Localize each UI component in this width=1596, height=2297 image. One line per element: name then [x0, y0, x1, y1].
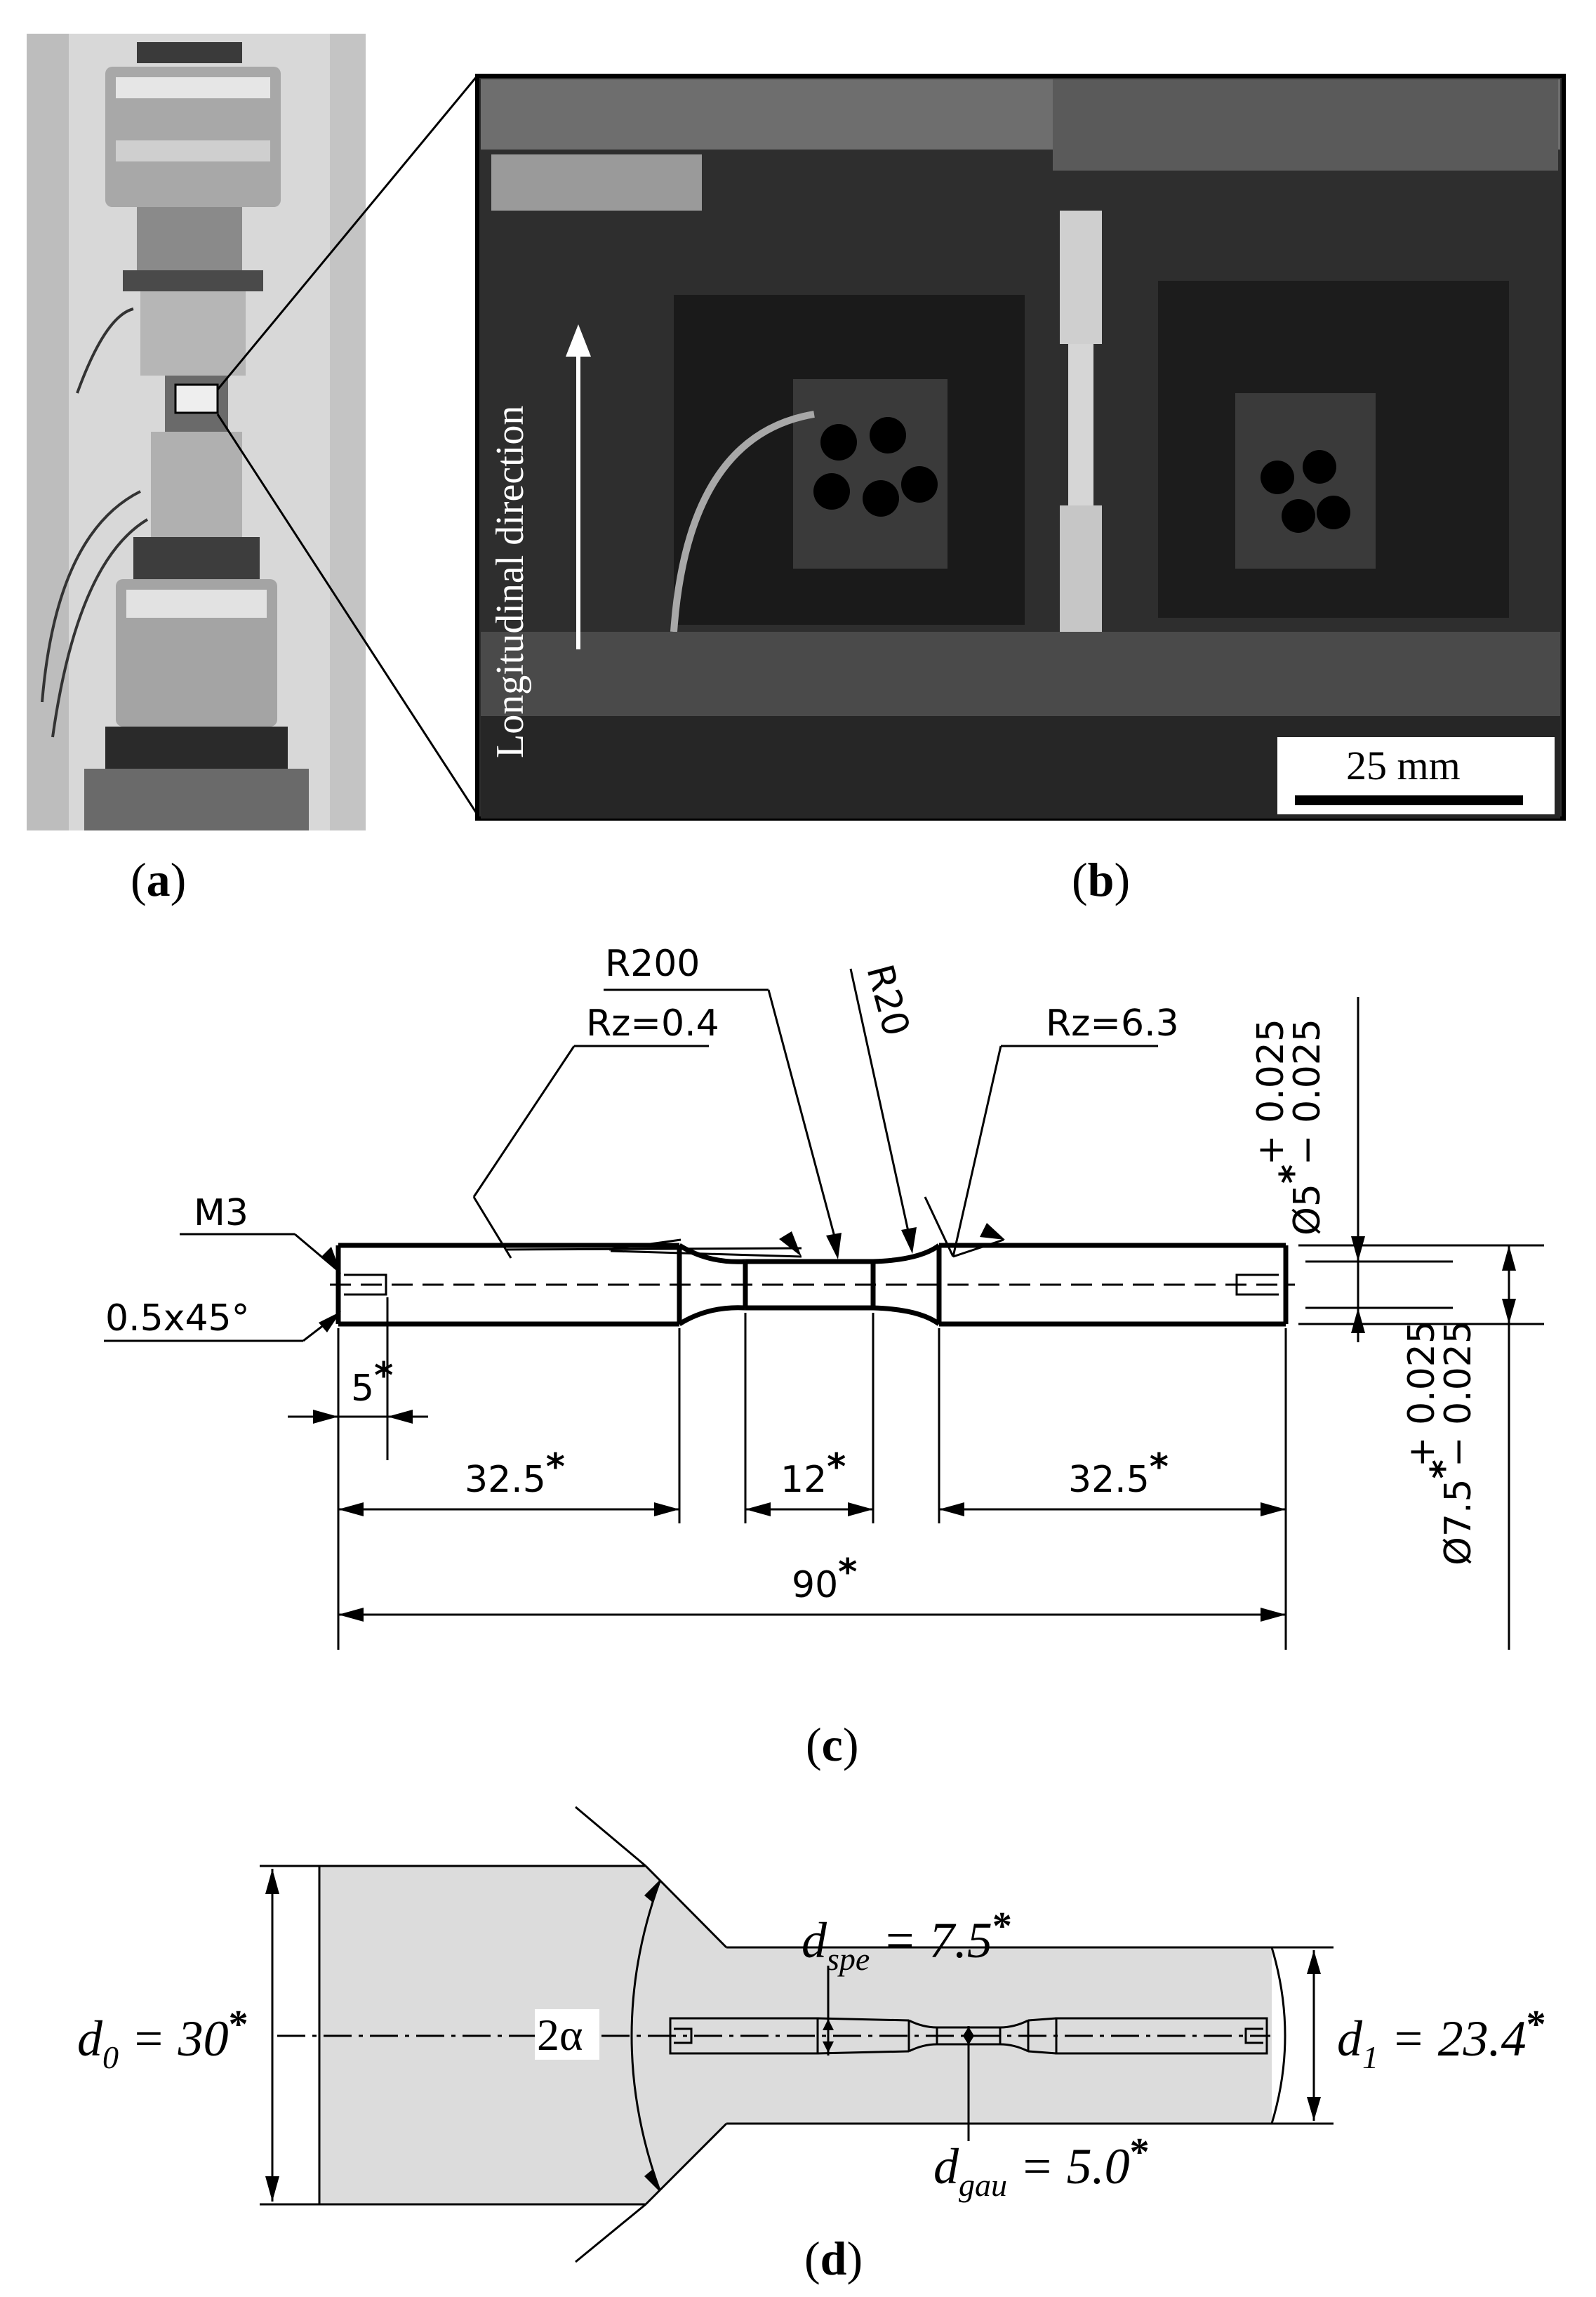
- rz-left-label: Rz=0.4: [586, 1002, 719, 1045]
- rz-right-label: Rz=6.3: [1046, 1002, 1179, 1045]
- dim-90-label: 90*: [792, 1551, 857, 1606]
- r20-label: R20: [858, 960, 917, 1040]
- angle-label: 2α: [537, 2010, 583, 2060]
- angle-label-bg: [535, 2009, 599, 2060]
- scale-bar-label: 25 mm: [1346, 743, 1461, 788]
- diameter-5-label: Ø5* + 0.025 − 0.025: [1250, 1019, 1329, 1236]
- chamfer-label: 0.5x45°: [105, 1297, 250, 1339]
- d1-label: d1 = 23.4*: [1337, 2003, 1546, 2075]
- specimen-technical-drawing: [104, 968, 1544, 1650]
- dim-32-5-left-label: 32.5*: [465, 1446, 565, 1501]
- panel-label-c: (c): [806, 1718, 859, 1771]
- photo-specimen-grips: [475, 74, 1566, 821]
- longitudinal-direction-label: Longitudinal direction: [488, 406, 532, 758]
- zoom-connector-bottom: [216, 413, 479, 815]
- svg-text:+ 0.025: + 0.025: [1250, 1019, 1292, 1165]
- diameter-7-5-label: Ø7.5* + 0.025 − 0.025: [1401, 1320, 1479, 1565]
- panel-label-d: (d): [804, 2232, 863, 2285]
- dim-32-5-right-label: 32.5*: [1068, 1446, 1169, 1501]
- dim-5-label: 5*: [351, 1355, 393, 1410]
- thread-label: M3: [194, 1192, 248, 1234]
- panel-label-b: (b): [1072, 853, 1130, 906]
- svg-text:Ø5*: Ø5*: [1272, 1165, 1329, 1236]
- d0-label: d0 = 30*: [77, 2003, 248, 2075]
- r200-label: R200: [605, 943, 700, 985]
- dgau-label: dgau = 5.0*: [933, 2131, 1150, 2203]
- dim-12-label: 12*: [780, 1446, 846, 1501]
- zoom-connector-top: [216, 75, 479, 390]
- svg-text:Ø7.5*: Ø7.5*: [1423, 1459, 1479, 1565]
- panel-label-a: (a): [131, 853, 186, 906]
- dspe-label: dspe = 7.5*: [802, 1905, 1012, 1977]
- die-extraction-drawing: [260, 1806, 1334, 2263]
- svg-text:+ 0.025: + 0.025: [1401, 1320, 1443, 1467]
- svg-text:− 0.025: − 0.025: [1286, 1019, 1329, 1165]
- photo-testing-machine: [27, 34, 366, 830]
- svg-text:− 0.025: − 0.025: [1437, 1320, 1479, 1467]
